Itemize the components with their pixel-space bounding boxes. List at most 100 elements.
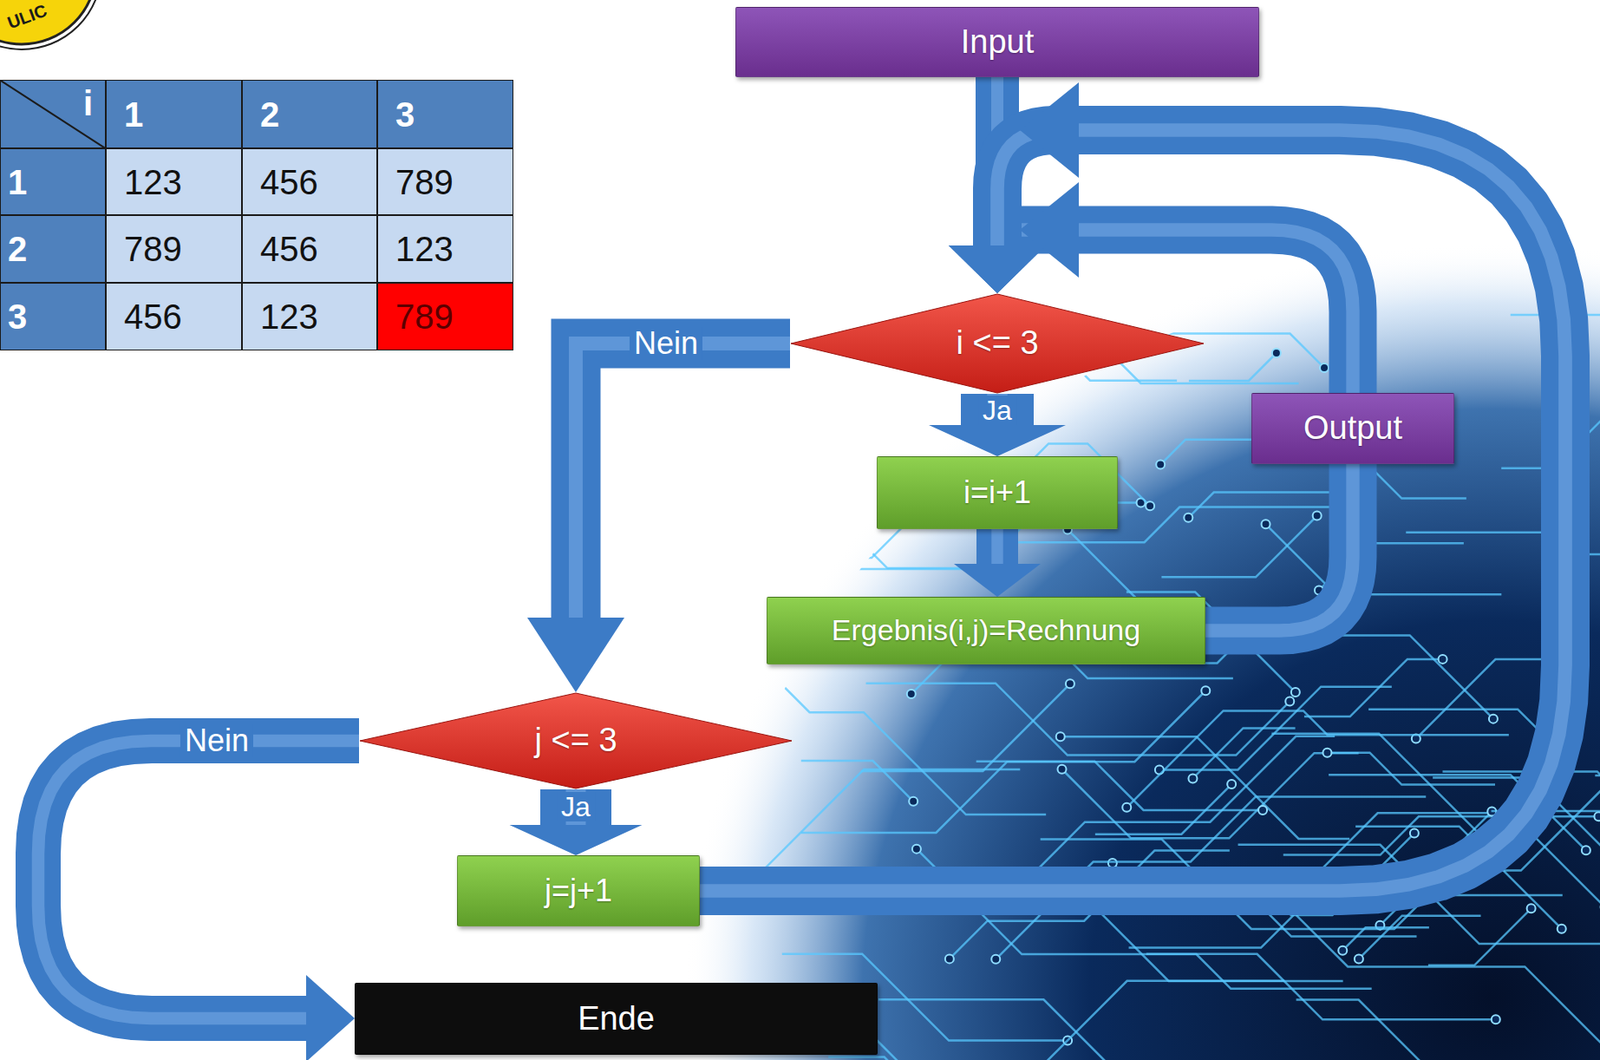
arrow-head bbox=[928, 424, 1066, 457]
circuit-pad bbox=[1312, 511, 1322, 521]
table-value: 789 bbox=[378, 299, 454, 334]
circuit-pad bbox=[709, 404, 719, 413]
circuit-pad bbox=[1122, 803, 1131, 812]
circuit-pad bbox=[1338, 946, 1347, 955]
circuit-trace bbox=[1368, 709, 1555, 747]
table-header: 3 bbox=[378, 97, 415, 132]
arrow-head bbox=[1019, 182, 1079, 278]
circuit-trace bbox=[744, 228, 1003, 308]
circuit-trace bbox=[801, 760, 914, 802]
circuit-trace bbox=[1283, 816, 1600, 855]
circuit-pad bbox=[1057, 764, 1067, 774]
circuit-trace bbox=[1594, 697, 1600, 776]
circuit-trace bbox=[1146, 953, 1496, 1020]
circuit-pad bbox=[1201, 685, 1210, 695]
circuit-trace bbox=[861, 683, 1071, 771]
circuit-pad bbox=[1188, 773, 1197, 783]
circuit-pad bbox=[1183, 513, 1193, 523]
table-value: 123 bbox=[106, 164, 183, 200]
table-cell: 789 bbox=[377, 148, 514, 216]
logo-ring bbox=[0, 0, 102, 50]
circuit-trace bbox=[1060, 736, 1350, 839]
edge-label: Nein bbox=[629, 326, 703, 360]
table-header-cell: 2 bbox=[241, 79, 378, 149]
end-box: Ende bbox=[354, 982, 878, 1055]
circuit-pad bbox=[1491, 1014, 1501, 1024]
table-header-cell: i bbox=[0, 79, 106, 149]
circuit-pad bbox=[1322, 748, 1332, 758]
arrow-band bbox=[575, 343, 791, 620]
edge-label: Ja bbox=[978, 395, 1017, 425]
table-header-cell: 3 bbox=[0, 282, 106, 351]
arrow-highlight bbox=[38, 740, 360, 1019]
table-header-cell: 1 bbox=[105, 79, 242, 149]
circuit-trace bbox=[828, 1057, 946, 1060]
process-box: i=i+1 bbox=[876, 456, 1118, 529]
table-header: 2 bbox=[242, 97, 280, 132]
circuit-board-illustration bbox=[433, 228, 1600, 1060]
circuit-pad bbox=[1354, 953, 1364, 963]
arrow-highlight bbox=[1205, 463, 1353, 631]
circuit-pad bbox=[907, 689, 916, 699]
circuit-trace bbox=[1342, 927, 1430, 950]
circuit-pad bbox=[1319, 363, 1329, 373]
arrow-head bbox=[1019, 82, 1079, 178]
arrow-highlight bbox=[699, 130, 1566, 891]
circuit-trace bbox=[1126, 710, 1509, 807]
circuit-trace bbox=[848, 980, 1285, 1060]
circuit-pad bbox=[1285, 697, 1294, 706]
table-header: 1 bbox=[0, 164, 27, 200]
table-value: 123 bbox=[242, 299, 319, 334]
table-header: 3 bbox=[0, 299, 27, 334]
arrow-head bbox=[509, 824, 643, 856]
flow-arrow bbox=[1205, 463, 1353, 631]
circuit-pad bbox=[697, 553, 706, 562]
circuit-pad bbox=[1258, 805, 1267, 815]
circuit-pad bbox=[1272, 348, 1281, 358]
circuit-trace bbox=[1304, 659, 1444, 717]
circuit-pad bbox=[912, 844, 921, 854]
circuit-pad bbox=[1155, 460, 1165, 470]
circuit-pad bbox=[1065, 679, 1075, 688]
output-box: Output bbox=[1251, 392, 1455, 464]
arrow-highlight bbox=[991, 528, 1003, 566]
circuit-pad bbox=[597, 261, 607, 270]
flow-arrow bbox=[527, 343, 791, 693]
flow-arrow bbox=[953, 528, 1041, 597]
node-text: Ende bbox=[577, 999, 655, 1039]
node-text: Ergebnis(i,j)=Rechnung bbox=[831, 613, 1141, 647]
circuit-trace bbox=[1188, 492, 1332, 518]
arrow-band bbox=[699, 130, 1566, 891]
logo-text: ULIC bbox=[4, 0, 50, 34]
flow-arrow bbox=[509, 789, 643, 856]
table-header-cell: 1 bbox=[0, 148, 106, 216]
node-text: Input bbox=[960, 23, 1035, 62]
decision-diamond: j <= 3 bbox=[359, 692, 793, 790]
arrow-band bbox=[1205, 463, 1353, 631]
decision-diamond: i <= 3 bbox=[790, 293, 1205, 394]
circuit-trace bbox=[753, 656, 1046, 815]
table-cell: 123 bbox=[105, 148, 242, 216]
table-cell: 789 bbox=[377, 282, 514, 351]
flow-arrow bbox=[699, 82, 1566, 891]
circuit-trace bbox=[801, 690, 1206, 833]
table-header: 1 bbox=[106, 97, 144, 132]
node-text: j=j+1 bbox=[544, 872, 613, 908]
table-value: 789 bbox=[106, 231, 183, 267]
circuit-board-ground bbox=[685, 242, 1600, 1060]
circuit-pad bbox=[908, 796, 918, 806]
edge-label: Ja bbox=[556, 791, 595, 822]
circuit-pad bbox=[945, 953, 954, 963]
arrow-band bbox=[976, 528, 1019, 566]
arrow-highlight bbox=[575, 343, 791, 620]
arrow-head bbox=[948, 245, 1046, 294]
circuit-pad bbox=[1488, 714, 1498, 724]
circuit-pad bbox=[1291, 687, 1300, 697]
circuit-pad bbox=[1038, 280, 1048, 290]
circuit-pad bbox=[749, 652, 758, 661]
circuit-pad bbox=[1410, 829, 1419, 838]
circuit-pad bbox=[1261, 519, 1271, 529]
circuit-pad bbox=[1581, 845, 1591, 855]
arrow-head bbox=[948, 245, 1046, 294]
circuit-pad bbox=[1227, 779, 1236, 789]
